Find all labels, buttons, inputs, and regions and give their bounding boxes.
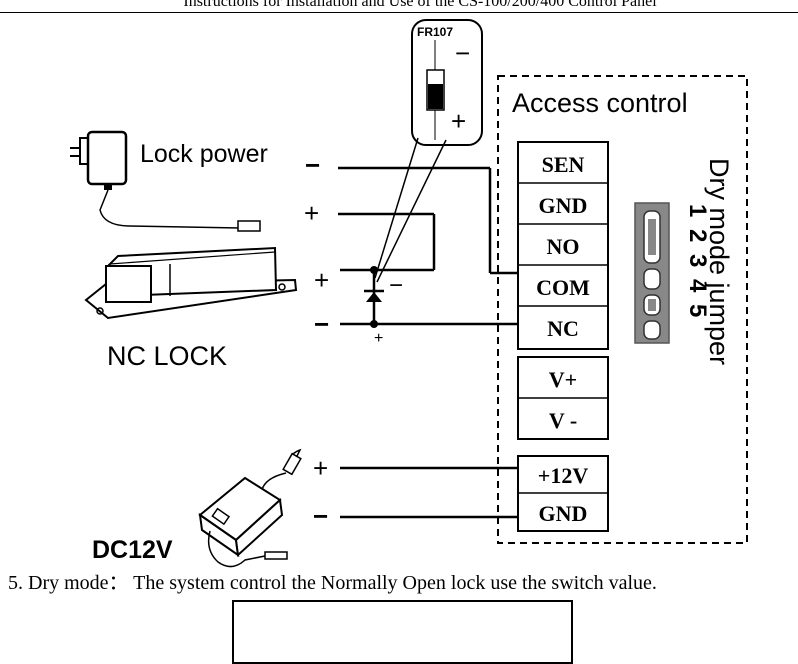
- terminal-com: COM: [536, 275, 590, 300]
- terminal-block-top: SEN GND NO COM NC: [517, 141, 609, 350]
- lock-power-minus-sign: −: [305, 150, 320, 180]
- terminal-nc: NC: [547, 316, 579, 341]
- access-control-panel: [497, 75, 748, 544]
- terminal-sen: SEN: [542, 152, 585, 177]
- panel-title: Access control: [512, 88, 688, 118]
- terminal-gnd: GND: [539, 193, 588, 218]
- lock-minus-sign: −: [314, 309, 329, 339]
- diode-fr107: [364, 289, 384, 302]
- jumper-num-1: 1: [684, 204, 711, 217]
- jumper-numbers: 1 2 3 4 5: [684, 204, 711, 317]
- next-diagram-frame: [232, 600, 573, 664]
- wires: [338, 166, 518, 519]
- dry-mode-jumper: [634, 202, 670, 344]
- jumper-label: Dry mode jumper: [704, 158, 734, 365]
- header-rule: [0, 12, 798, 13]
- terminal-v-plus: V+: [549, 367, 577, 392]
- section-caption: 5. Dry mode： The system control the Norm…: [8, 572, 657, 594]
- terminal-no: NO: [547, 234, 580, 259]
- jumper-num-5: 5: [684, 304, 711, 317]
- switch-label: FR107: [417, 25, 453, 39]
- terminal-v-minus: V -: [549, 408, 577, 433]
- page-header: Instructions for Installation and Use of…: [183, 0, 657, 10]
- fr107-switch: FR107 − +: [374, 19, 483, 283]
- lock-power-label: Lock power: [140, 140, 268, 168]
- lock-plus-sign: +: [314, 265, 329, 295]
- jumper-num-4: 4: [684, 279, 711, 293]
- terminal-12v: +12V: [538, 463, 589, 488]
- nc-lock: [84, 246, 298, 320]
- switch-plus: +: [451, 106, 466, 136]
- wiring-diagram: Access control FR107 − + Lock power NC L…: [70, 19, 748, 568]
- dc-minus-sign: −: [313, 501, 328, 531]
- nc-lock-label: NC LOCK: [107, 341, 227, 371]
- dc-plus-sign: +: [313, 453, 328, 483]
- terminal-block-mid: V+ V -: [517, 356, 609, 440]
- jumper-num-3: 3: [684, 254, 711, 267]
- dc12v-label: DC12V: [92, 536, 173, 564]
- switch-minus: −: [455, 38, 470, 68]
- diode-plus: +: [374, 330, 383, 347]
- lock-power-adapter: [70, 130, 261, 232]
- dc12v-adapter: [198, 448, 302, 568]
- diode-minus: −: [389, 272, 403, 299]
- lock-power-plus-sign: +: [304, 198, 319, 228]
- jumper-num-2: 2: [684, 229, 711, 242]
- terminal-gnd-power: GND: [539, 501, 588, 526]
- terminal-block-bottom: +12V GND: [517, 455, 609, 532]
